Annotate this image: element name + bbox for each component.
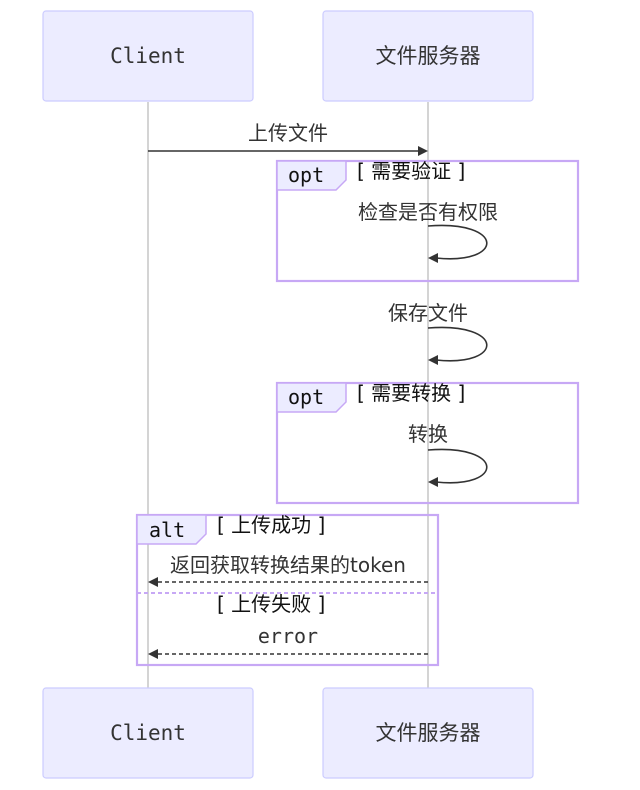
message-check-permission-label: 检查是否有权限 (358, 200, 498, 224)
frame-alt-upload-result: alt [ 上传成功 ] [ 上传失败 ] (135, 513, 440, 667)
frame-opt-verify-type: opt (288, 163, 324, 187)
frame-alt-else-condition: [ 上传失败 ] (217, 592, 325, 616)
arrowhead-icon (418, 146, 428, 156)
arrowhead-icon (428, 355, 438, 365)
frame-alt-condition: [ 上传成功 ] (217, 513, 325, 537)
arrowhead-icon (148, 577, 158, 587)
frame-opt-convert: opt [ 需要转换 ] (275, 381, 580, 505)
actor-server-bottom: 文件服务器 (322, 687, 534, 779)
arrowhead-icon (428, 253, 438, 263)
frame-opt-verify-tag (276, 160, 347, 191)
frame-opt-convert-condition: [ 需要转换 ] (357, 381, 465, 405)
frame-opt-verify: opt [ 需要验证 ] (275, 159, 580, 283)
actor-client-label: Client (110, 721, 186, 745)
message-upload-label: 上传文件 (248, 121, 328, 145)
frame-alt-type: alt (149, 518, 185, 542)
message-convert-label: 转换 (408, 422, 448, 446)
arrowhead-icon (428, 477, 438, 487)
message-save-label: 保存文件 (388, 301, 468, 325)
message-save-arrow (427, 326, 488, 362)
frame-opt-convert-tag (276, 382, 347, 413)
message-convert-arrow (427, 448, 488, 484)
actor-server-top: 文件服务器 (322, 10, 534, 102)
actor-client-bottom: Client (42, 687, 254, 779)
actor-client-top: Client (42, 10, 254, 102)
arrowhead-icon (148, 649, 158, 659)
actor-server-label: 文件服务器 (376, 44, 481, 68)
message-error-label: error (258, 624, 318, 648)
actor-server-label: 文件服务器 (376, 721, 481, 745)
frame-opt-verify-condition: [ 需要验证 ] (357, 159, 465, 183)
frame-alt-tag (136, 514, 207, 545)
message-return-token-label: 返回获取转换结果的token (170, 553, 406, 577)
message-check-permission-arrow (427, 224, 488, 260)
frame-opt-convert-type: opt (288, 385, 324, 409)
actor-client-label: Client (110, 44, 186, 68)
